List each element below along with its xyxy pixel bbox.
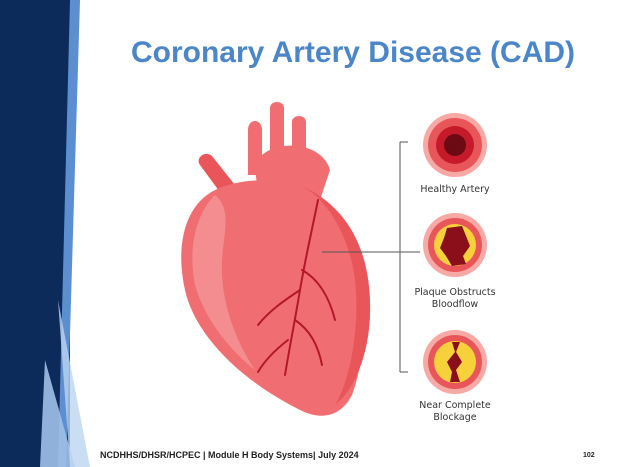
slide-footer: NCDHHS/DHSR/HCPEC | Module H Body System…	[100, 450, 359, 460]
label-plaque-line1: Plaque Obstructs	[410, 287, 500, 299]
label-blockage: Near Complete Blockage	[410, 400, 500, 424]
label-blockage-line2: Blockage	[410, 412, 500, 424]
healthy-artery-icon	[423, 113, 487, 177]
plaque-artery-icon	[423, 213, 487, 277]
label-blockage-line1: Near Complete	[410, 400, 500, 412]
page-number: 102	[583, 452, 595, 459]
blocked-artery-icon	[423, 330, 487, 394]
label-plaque-line2: Bloodflow	[410, 299, 500, 311]
label-plaque: Plaque Obstructs Bloodflow	[410, 287, 500, 311]
label-healthy-artery: Healthy Artery	[415, 184, 495, 196]
